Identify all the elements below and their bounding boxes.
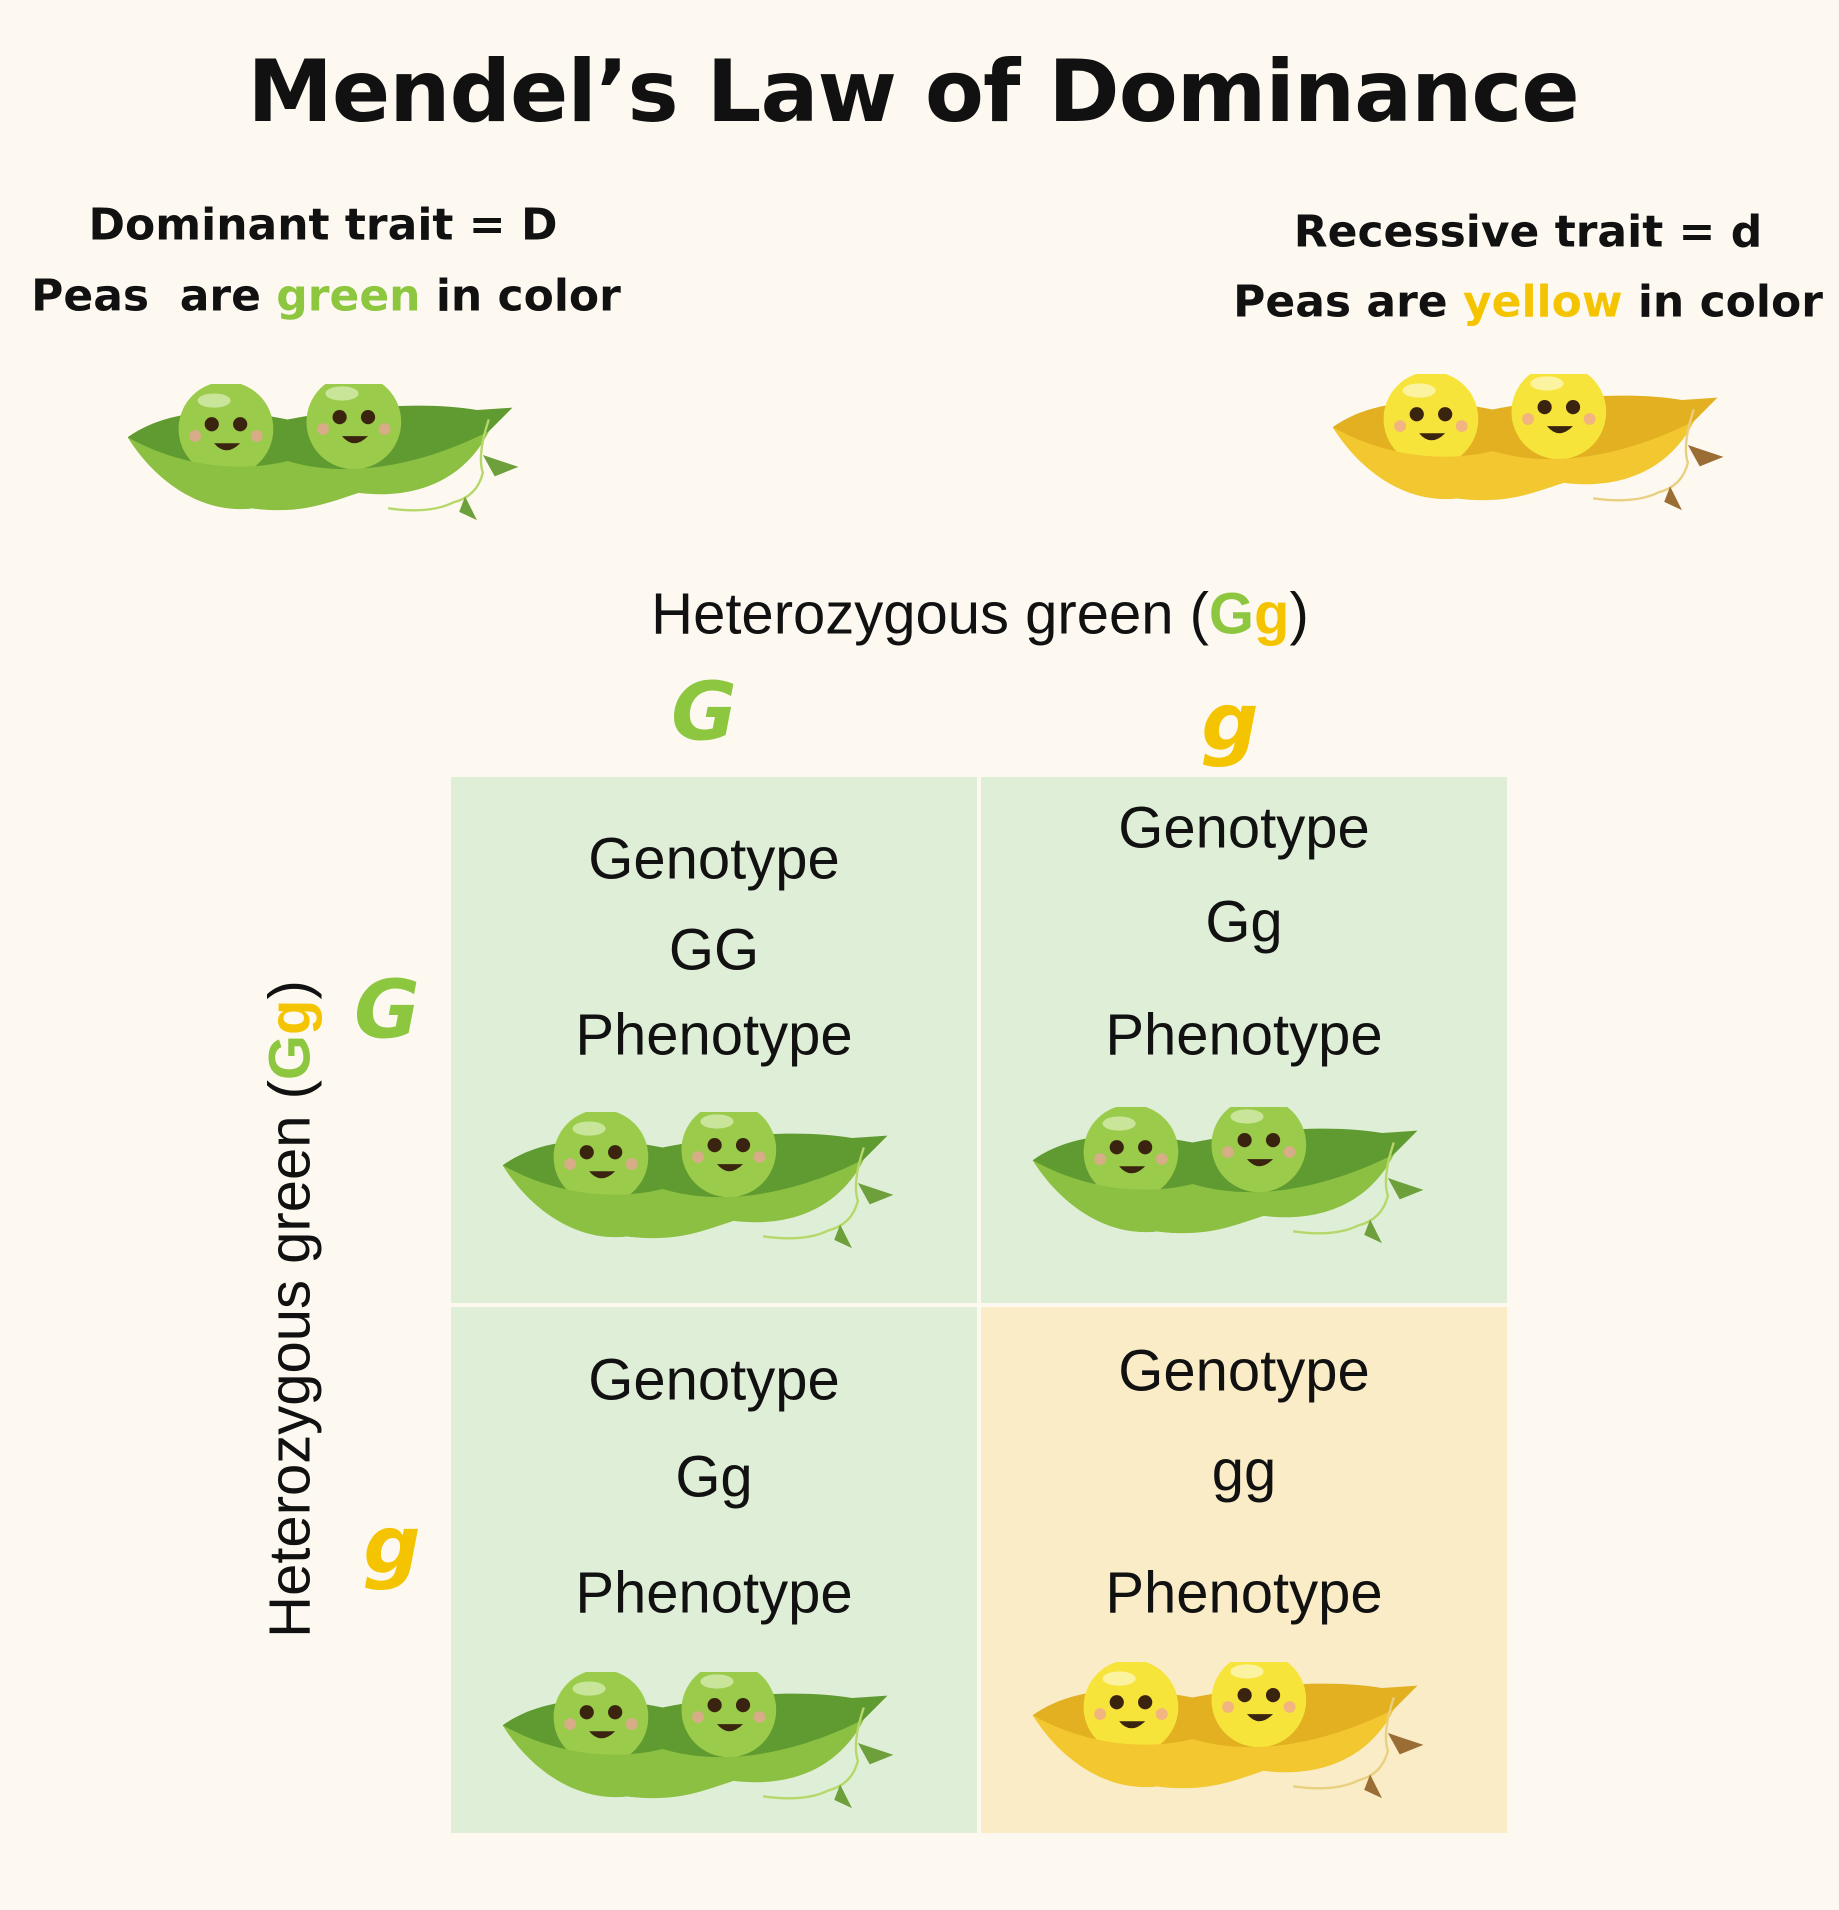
genotype-value: Gg (1205, 889, 1283, 955)
yellow-pea-pod-icon (1021, 1662, 1441, 1810)
text: Heterozygous green ( (651, 581, 1209, 647)
allele-G: G (257, 1034, 323, 1081)
text: Heterozygous green ( (257, 1080, 323, 1638)
green-pea-pod-icon (491, 1672, 911, 1820)
top-allele-g: g (1201, 675, 1259, 769)
genotype-label: Genotype (1118, 795, 1370, 861)
genotype-value: Gg (675, 1444, 753, 1510)
text: in color (420, 270, 621, 322)
dominant-color-label: Peas are green in color (31, 271, 621, 322)
green-word: green (276, 270, 421, 322)
allele-g: g (257, 999, 323, 1035)
recessive-trait-label: Recessive trait = d (1293, 206, 1763, 258)
text: Peas are (31, 270, 277, 322)
recessive-color-label: Peas are yellow in color (1233, 277, 1823, 328)
side-parent-label: Heterozygous green (Gg) (257, 980, 324, 1638)
punnett-cell-Gg-top: Genotype Gg Phenotype (981, 777, 1507, 1303)
phenotype-label: Phenotype (1105, 1560, 1383, 1626)
phenotype-label: Phenotype (575, 1560, 853, 1626)
side-allele-G: G (354, 963, 420, 1057)
phenotype-label: Phenotype (1105, 1002, 1383, 1068)
genotype-value: GG (668, 917, 760, 983)
text: ) (257, 980, 323, 1000)
green-pea-pod-icon (1021, 1107, 1441, 1255)
yellow-word: yellow (1462, 276, 1623, 328)
green-pea-pod-icon (491, 1112, 911, 1260)
phenotype-label: Phenotype (575, 1002, 853, 1068)
punnett-cell-gg: Genotype gg Phenotype (981, 1307, 1507, 1833)
genotype-label: Genotype (1118, 1338, 1370, 1404)
side-allele-g: g (363, 1498, 421, 1592)
allele-g: g (1254, 581, 1290, 647)
page-title: Mendel’s Law of Dominance (247, 42, 1579, 142)
punnett-cell-Gg-bottom: Genotype Gg Phenotype (451, 1307, 977, 1833)
allele-G: G (1208, 581, 1255, 647)
yellow-pea-pod-icon (1321, 374, 1741, 522)
dominant-trait-label: Dominant trait = D (88, 199, 558, 251)
genotype-label: Genotype (588, 1347, 840, 1413)
genotype-label: Genotype (588, 826, 840, 892)
text: in color (1622, 276, 1823, 328)
green-pea-pod-icon (116, 384, 536, 532)
top-parent-label: Heterozygous green (Gg) (651, 581, 1309, 648)
text: Peas are (1233, 276, 1463, 328)
top-allele-G: G (671, 665, 737, 759)
text: ) (1289, 581, 1309, 647)
genotype-value: gg (1211, 1438, 1277, 1504)
punnett-cell-GG: Genotype GG Phenotype (451, 777, 977, 1303)
